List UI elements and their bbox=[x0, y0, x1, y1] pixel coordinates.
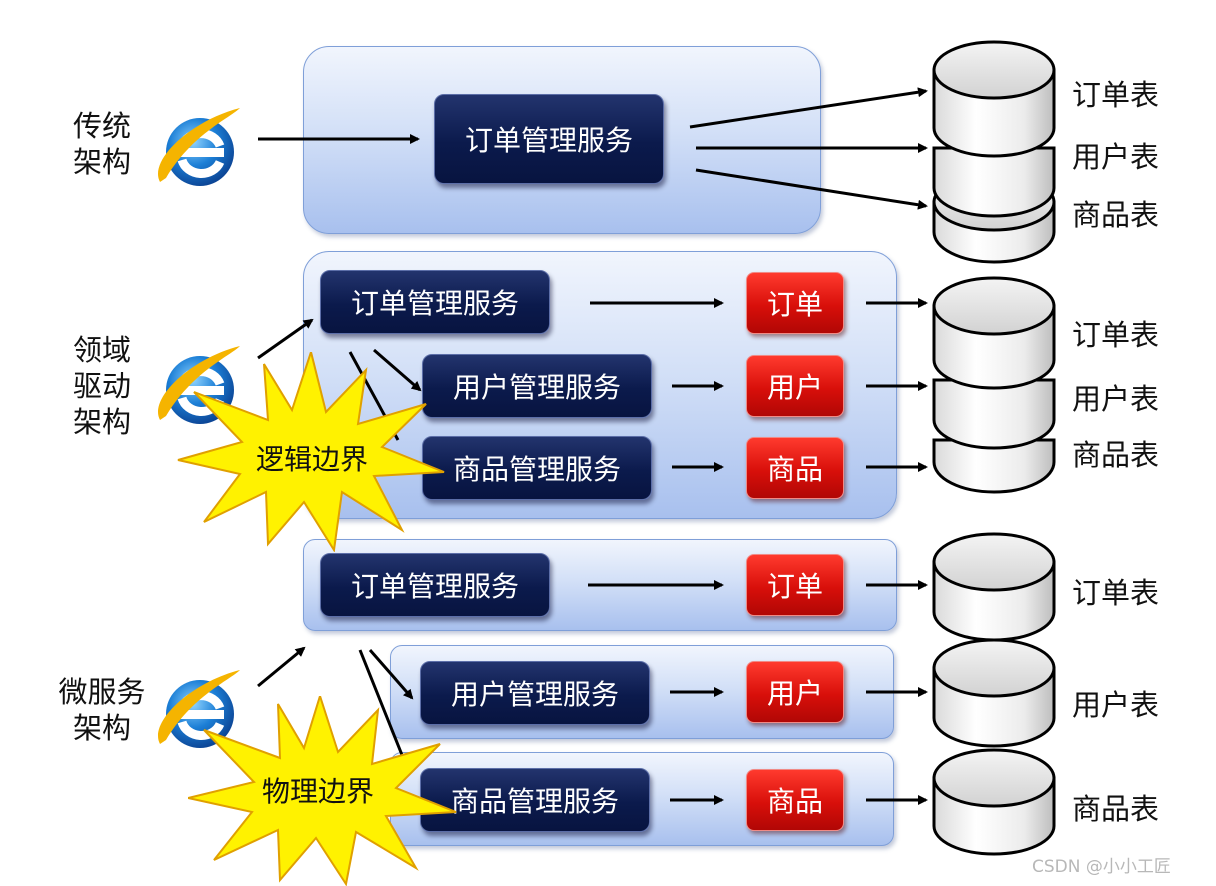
ms-product-table-label: 商品表 bbox=[1072, 792, 1160, 826]
ms-user-service: 用户管理服务 bbox=[420, 661, 650, 725]
arrow-ms-order-to-user-service bbox=[368, 649, 414, 700]
traditional-architecture-label: 传统 架构 bbox=[72, 109, 131, 179]
starburst-icon bbox=[177, 352, 445, 552]
ms-order-service: 订单管理服务 bbox=[320, 553, 550, 617]
ddd-product-entity: 商品 bbox=[746, 437, 844, 499]
database-cylinder-icon bbox=[932, 532, 1056, 642]
ddd-product-service: 商品管理服务 bbox=[422, 436, 652, 500]
ddd-order-table-label: 订单表 bbox=[1072, 318, 1160, 352]
internet-explorer-icon bbox=[158, 670, 240, 748]
traditional-order-table-label: 订单表 bbox=[1072, 78, 1160, 112]
ddd-user-service: 用户管理服务 bbox=[422, 354, 652, 418]
ms-product-service: 商品管理服务 bbox=[420, 768, 650, 832]
ms-order-entity: 订单 bbox=[746, 554, 844, 616]
ms-product-entity: 商品 bbox=[746, 769, 844, 831]
database-cylinder-icon bbox=[932, 438, 1056, 494]
traditional-product-table-label: 商品表 bbox=[1072, 198, 1160, 232]
logical-boundary-label: 逻辑边界 bbox=[256, 443, 369, 476]
database-cylinder-icon bbox=[932, 748, 1056, 856]
internet-explorer-icon bbox=[158, 108, 240, 186]
arrow-ie-to-ms-order-service bbox=[257, 646, 306, 688]
ddd-order-service: 订单管理服务 bbox=[320, 270, 550, 334]
arrow-ie-to-ddd-order-service bbox=[257, 318, 314, 360]
database-cylinder-icon bbox=[932, 276, 1056, 390]
microservice-architecture-label: 微服务 架构 bbox=[58, 675, 146, 745]
arrow-service-to-product-table bbox=[695, 168, 928, 210]
database-cylinder-icon bbox=[932, 146, 1056, 218]
ddd-user-entity: 用户 bbox=[746, 355, 844, 417]
database-cylinder-icon bbox=[932, 378, 1056, 450]
database-cylinder-icon bbox=[932, 40, 1056, 158]
domain-driven-architecture-label: 领域 驱动 架构 bbox=[72, 333, 131, 439]
logical-boundary-burst bbox=[177, 352, 445, 552]
ddd-order-entity: 订单 bbox=[746, 272, 844, 334]
line-ms-order-to-product bbox=[358, 649, 406, 761]
traditional-user-table-label: 用户表 bbox=[1072, 140, 1160, 174]
arrow-order-service-to-user-service bbox=[373, 348, 422, 392]
ddd-product-table-label: 商品表 bbox=[1072, 438, 1160, 472]
ddd-user-table-label: 用户表 bbox=[1072, 382, 1160, 416]
ms-user-table-label: 用户表 bbox=[1072, 688, 1160, 722]
ms-order-table-label: 订单表 bbox=[1072, 576, 1160, 610]
traditional-order-service: 订单管理服务 bbox=[434, 94, 664, 184]
watermark: CSDN @小小工匠 bbox=[1032, 857, 1171, 877]
database-cylinder-icon bbox=[932, 638, 1056, 748]
physical-boundary-label: 物理边界 bbox=[262, 775, 375, 808]
starburst-icon bbox=[188, 696, 457, 886]
arrow-service-to-order-table bbox=[689, 87, 928, 129]
ms-user-entity: 用户 bbox=[746, 661, 844, 723]
physical-boundary-burst bbox=[188, 696, 457, 886]
